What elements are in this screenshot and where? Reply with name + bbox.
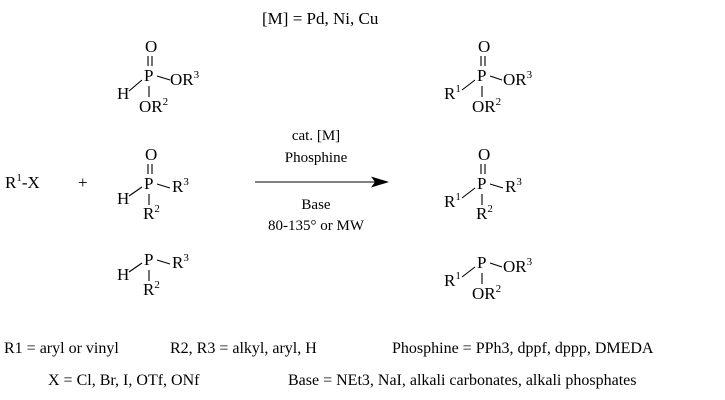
product-phosphine-oxide: O P R1 R3 R2 <box>444 145 522 223</box>
x-definition-text: X = Cl, Br, I, OTf, ONf <box>48 372 200 389</box>
reagent-phosphine-oxide: O P H R3 R2 <box>117 145 189 223</box>
svg-text:OR2: OR2 <box>472 283 501 303</box>
svg-text:P: P <box>477 253 486 272</box>
metal-definition: [M] = Pd, Ni, Cu <box>262 9 379 28</box>
phosphine-definition: Phosphine = PPh3, dppf, dppp, DMEDA <box>392 340 653 358</box>
svg-text:R1: R1 <box>444 270 461 290</box>
base-definition: Base = NEt3, NaI, alkali carbonates, alk… <box>288 372 636 390</box>
svg-text:R2: R2 <box>476 203 493 223</box>
svg-text:H: H <box>117 84 129 103</box>
svg-text:OR3: OR3 <box>503 69 533 89</box>
r1-definition: R1 = aryl or vinyl <box>4 340 119 358</box>
svg-text:R3: R3 <box>505 176 522 196</box>
r2-r3-definition: R2, R3 = alkyl, aryl, H <box>170 340 317 358</box>
arrow-head <box>371 176 389 188</box>
r2-r3-definition-text: R2, R3 = alkyl, aryl, H <box>170 340 317 357</box>
svg-text:O: O <box>145 145 157 164</box>
reagent-h-phosphonate: O P H OR3 OR2 <box>117 37 200 116</box>
svg-text:P: P <box>477 66 486 85</box>
plus-sign: + <box>78 173 88 192</box>
svg-text:H: H <box>117 189 129 208</box>
x-definition: X = Cl, Br, I, OTf, ONf <box>48 372 199 390</box>
reaction-conditions: cat. [M] Phosphine Base 80-135° or MW <box>255 128 389 234</box>
svg-text:O: O <box>478 37 490 56</box>
ligand-label: Phosphine <box>285 150 348 166</box>
svg-text:O: O <box>478 145 490 164</box>
base-definition-text: Base = NEt3, NaI, alkali carbonates, alk… <box>288 372 637 389</box>
catalyst-label: cat. [M] <box>292 128 340 144</box>
svg-text:O: O <box>145 37 157 56</box>
r1-definition-text: R1 = aryl or vinyl <box>4 340 119 357</box>
temperature-label: 80-135° or MW <box>268 218 365 234</box>
svg-text:P: P <box>477 174 486 193</box>
aryl-halide-reactant: R1-X <box>5 172 40 192</box>
svg-text:P: P <box>144 174 153 193</box>
phosphine-definition-text: Phosphine = PPh3, dppf, dppp, DMEDA <box>392 340 654 357</box>
svg-text:P: P <box>144 250 153 269</box>
reaction-scheme: [M] = Pd, Ni, Cu R1-X + O P H OR3 OR2 O … <box>5 9 533 303</box>
product-phosphinite: P R1 OR3 OR2 <box>444 253 533 303</box>
svg-text:P: P <box>144 66 153 85</box>
base-label: Base <box>301 197 331 213</box>
svg-text:OR2: OR2 <box>139 96 168 116</box>
svg-text:R2: R2 <box>143 203 160 223</box>
reagent-phosphine: P H R3 R2 <box>117 250 189 299</box>
svg-text:OR2: OR2 <box>472 96 501 116</box>
svg-text:R3: R3 <box>172 176 189 196</box>
svg-text:R1: R1 <box>444 83 461 103</box>
svg-text:R1: R1 <box>444 191 461 211</box>
svg-text:OR3: OR3 <box>170 69 200 89</box>
product-phosphonate: O P R1 OR3 OR2 <box>444 37 533 116</box>
svg-text:R2: R2 <box>143 279 160 299</box>
svg-text:H: H <box>117 265 129 284</box>
svg-text:OR3: OR3 <box>503 256 533 276</box>
svg-text:R3: R3 <box>172 252 189 272</box>
